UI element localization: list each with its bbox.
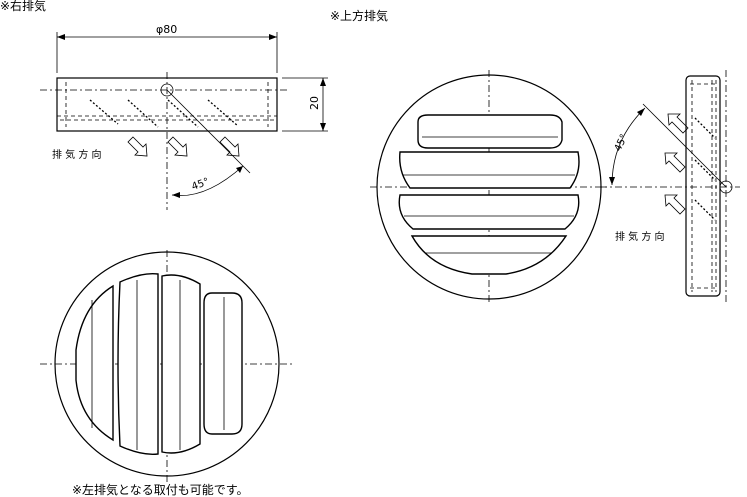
center-hole (160, 83, 174, 97)
side-view-top-exhaust (600, 70, 740, 305)
center-hole-right (719, 180, 733, 194)
exhaust-arrow-icon (167, 136, 188, 157)
exhaust-arrow-icon (127, 136, 148, 157)
front-view-top-exhaust (370, 70, 608, 305)
exhaust-arrow-icon (664, 194, 686, 215)
exhaust-arrow-icon (219, 136, 240, 157)
angle-label-right: 45° (613, 133, 630, 154)
side-view-right-exhaust (40, 32, 328, 210)
diameter-label: φ80 (156, 23, 177, 36)
top-exhaust-title: ※上方排気 (330, 8, 388, 23)
height-label: 20 (308, 96, 321, 110)
front-view-right-exhaust (40, 250, 292, 482)
exhaust-direction-label-right: 排 気 方 向 (615, 230, 665, 243)
right-exhaust-title: ※右排気 (0, 0, 46, 13)
angle-label-left: 45° (190, 176, 210, 192)
exhaust-arrow-icon (667, 113, 689, 134)
exhaust-direction-label-left: 排 気 方 向 (52, 148, 102, 161)
footnote: ※左排気となる取付も可能です。 (72, 482, 249, 497)
exhaust-arrow-icon (664, 152, 686, 173)
side-view-body-vertical (685, 75, 721, 297)
